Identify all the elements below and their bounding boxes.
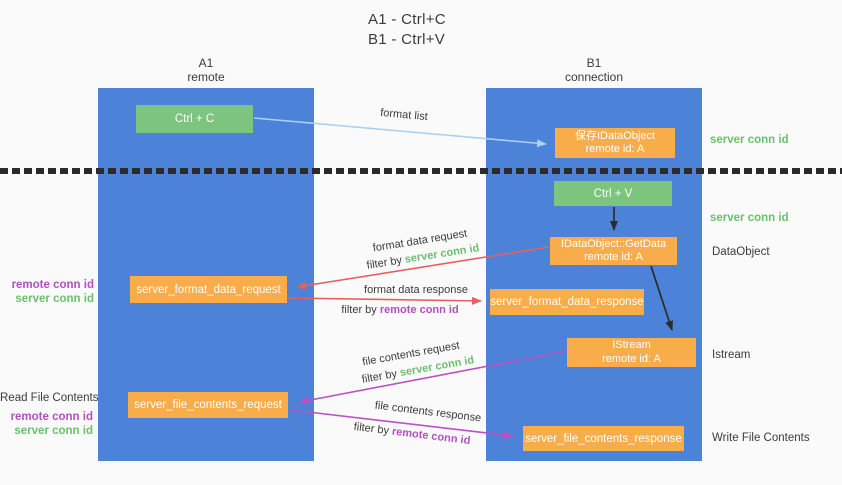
node-save-idataobject-line2: remote id: A [585, 143, 645, 155]
node-ctrl-v: Ctrl + V [554, 181, 672, 206]
edge-label-filter-by-remote-conn-id-1: filter by remote conn id [341, 304, 458, 316]
node-istream-line2: remote id: A [602, 352, 661, 365]
side-label-server-conn-id-mid: server conn id [710, 212, 789, 224]
lane-a1-sub: remote [187, 70, 225, 84]
node-idataobject-getdata-line2: remote id: A [584, 251, 643, 263]
edge-label-file-contents-response: file contents response [374, 399, 482, 425]
remote-conn-id-text: remote conn id [379, 304, 459, 316]
node-save-idataobject-line1: 保存IDataObject [574, 129, 656, 142]
node-idataobject-getdata: IDataObject::GetData remote id: A [550, 237, 677, 265]
node-server-format-data-request: server_format_data_request [130, 276, 287, 303]
session-separator-line [0, 168, 842, 174]
side-label-read-file-contents: Read File Contents [0, 392, 99, 404]
node-istream: IStream remote id: A [567, 338, 696, 367]
node-save-idataobject: 保存IDataObject remote id: A [555, 128, 675, 158]
node-server-file-contents-response: server_file_contents_response [523, 426, 684, 451]
filter-by-prefix: filter by [365, 253, 406, 272]
filter-by-prefix: filter by [341, 304, 380, 316]
node-server-file-contents-request: server_file_contents_request [128, 392, 288, 418]
edge-label-filter-by-remote-conn-id-2: filter by remote conn id [353, 421, 471, 447]
side-label-server-conn-id-left-1: server conn id [15, 293, 94, 305]
side-label-remote-conn-id-2: remote conn id [10, 411, 93, 423]
side-label-dataobject: DataObject [712, 246, 770, 258]
filter-by-prefix: filter by [360, 367, 401, 386]
lane-a1-name: A1 [198, 56, 214, 70]
node-server-format-data-response: server_format_data_response [490, 289, 644, 315]
lane-b1-sub: connection [564, 70, 624, 84]
side-label-remote-conn-id-1: remote conn id [11, 279, 94, 291]
side-label-write-file-contents: Write File Contents [712, 432, 810, 444]
diagram-title: A1 - Ctrl+C B1 - Ctrl+V [368, 10, 446, 50]
side-label-server-conn-id-top: server conn id [710, 134, 789, 146]
side-label-server-conn-id-left-2: server conn id [14, 425, 93, 437]
side-label-istream: Istream [712, 349, 751, 361]
remote-conn-id-text: remote conn id [391, 425, 471, 448]
node-ctrl-c: Ctrl + C [136, 105, 253, 133]
lane-header-b1: B1 connection [486, 56, 702, 84]
lane-header-a1: A1 remote [98, 56, 314, 84]
lane-b1-name: B1 [586, 56, 602, 70]
node-istream-line1: IStream [612, 339, 651, 351]
title-line-b1: B1 - Ctrl+V [368, 31, 446, 48]
filter-by-prefix: filter by [353, 420, 393, 438]
arrow-format-data-response [287, 296, 482, 305]
node-idataobject-getdata-line1: IDataObject::GetData [560, 237, 667, 250]
edge-label-format-data-response: format data response [364, 284, 468, 296]
title-line-a1: A1 - Ctrl+C [368, 11, 446, 28]
edge-label-format-list: format list [379, 106, 429, 124]
